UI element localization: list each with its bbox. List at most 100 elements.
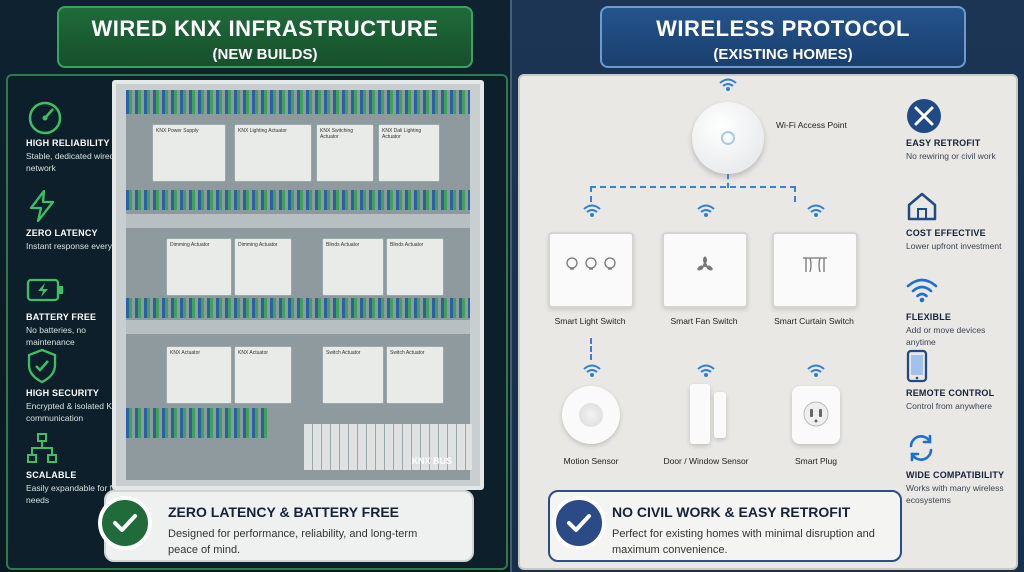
din-module: Blinds Actuator <box>322 238 384 296</box>
module-label: Blinds Actuator <box>390 242 424 248</box>
wired-knx-section: WIRED KNX INFRASTRUCTURE (NEW BUILDS) HI… <box>0 0 512 572</box>
terminal-block <box>304 424 472 470</box>
wireless-banner: WIRELESS PROTOCOL (EXISTING HOMES) <box>600 6 966 68</box>
feature-desc: Encrypted & isolated KNX communication <box>26 401 124 423</box>
module-label: Dimming Actuator <box>238 242 278 248</box>
wifi-signal-icon <box>806 204 826 221</box>
wire-bundle <box>126 298 470 318</box>
module-label: Switch Actuator <box>326 350 361 356</box>
feature-desc: Instant response every time <box>26 241 131 251</box>
fan-icon <box>664 256 746 279</box>
wifi-signal-icon <box>696 204 716 221</box>
wired-banner-subtitle: (NEW BUILDS) <box>212 46 318 63</box>
din-module: Switch Actuator <box>322 346 384 404</box>
lightning-icon <box>26 186 66 226</box>
smart-light-switch-label: Smart Light Switch <box>554 316 626 326</box>
wireless-summary-title: NO CIVIL WORK & EASY RETROFIT <box>612 504 851 520</box>
smart-plug-label: Smart Plug <box>794 456 838 466</box>
access-point-led <box>721 131 735 145</box>
wire-bundle <box>126 90 470 114</box>
feature-high-security: HIGH SECURITY Encrypted & isolated KNX c… <box>26 346 136 424</box>
network-icon <box>26 428 66 468</box>
din-module: KNX Actuator <box>166 346 232 404</box>
wifi-signal-icon <box>806 364 826 381</box>
door-sensor-body <box>690 384 710 444</box>
feature-battery-free: BATTERY FREE No batteries, no maintenanc… <box>26 270 136 348</box>
feature-desc: Control from anywhere <box>906 401 992 411</box>
motion-sensor-label: Motion Sensor <box>563 456 619 466</box>
smart-plug <box>792 386 840 444</box>
motion-sensor-lens <box>579 403 603 427</box>
wired-summary-card: ZERO LATENCY & BATTERY FREE Designed for… <box>98 490 474 562</box>
feature-title: HIGH SECURITY <box>26 388 100 398</box>
din-module: KNX Lighting Actuator <box>234 124 312 182</box>
feature-desc: No rewiring or civil work <box>906 151 996 161</box>
motion-sensor <box>562 386 620 444</box>
feature-desc: Easily expandable for future needs <box>26 483 132 505</box>
feature-wide-compatibility: WIDE COMPATIBILITY Works with many wirel… <box>906 428 1016 506</box>
gauge-icon <box>26 96 66 136</box>
smart-fan-switch-label: Smart Fan Switch <box>670 316 738 326</box>
module-label: Switch Actuator <box>390 350 425 356</box>
feature-title: SCALABLE <box>26 470 77 480</box>
wireless-summary-desc: Perfect for existing homes with minimal … <box>612 528 875 556</box>
wireless-summary-card: NO CIVIL WORK & EASY RETROFIT Perfect fo… <box>548 490 902 562</box>
feature-title: REMOTE CONTROL <box>906 388 995 398</box>
wireless-banner-title: WIRELESS PROTOCOL <box>656 16 910 41</box>
feature-title: WIDE COMPATIBILITY <box>906 470 1005 480</box>
din-module: KNX Power Supply <box>152 124 226 182</box>
tools-icon <box>906 96 946 136</box>
feature-easy-retrofit: EASY RETROFIT No rewiring or civil work <box>906 96 1016 162</box>
wired-summary-desc: Designed for performance, reliability, a… <box>168 528 418 556</box>
feature-title: FLEXIBLE <box>906 312 952 322</box>
wired-summary-title: ZERO LATENCY & BATTERY FREE <box>168 504 400 520</box>
wire-bundle <box>126 408 270 438</box>
din-rail <box>126 320 470 334</box>
feature-desc: No batteries, no maintenance <box>26 325 87 347</box>
module-label: KNX Lighting Actuator <box>238 128 287 134</box>
phone-icon <box>906 346 946 386</box>
module-label: Blinds Actuator <box>326 242 360 248</box>
feature-desc: Lower upfront investment <box>906 241 1002 251</box>
din-module: KNX Switching Actuator <box>316 124 374 182</box>
check-badge-icon <box>98 496 152 550</box>
door-window-sensor-label: Door / Window Sensor <box>663 456 749 466</box>
module-label: KNX Switching Actuator <box>320 128 354 140</box>
wireless-panel: Wi-Fi Access Point Smart Light Switch Sm… <box>518 74 1018 570</box>
socket-icon <box>802 400 830 433</box>
module-label: KNX Power Supply <box>156 128 199 134</box>
cabinet-interior: KNX Power Supply KNX Lighting Actuator K… <box>126 90 472 480</box>
knx-cabinet: KNX Power Supply KNX Lighting Actuator K… <box>112 80 484 490</box>
curtain-icon <box>774 256 856 279</box>
feature-desc: Works with many wireless ecosystems <box>906 483 1004 505</box>
wifi-signal-icon <box>718 78 738 95</box>
module-label: KNX Actuator <box>170 350 201 356</box>
bulb-icon <box>550 256 632 279</box>
feature-flexible: FLEXIBLE Add or move devices anytime <box>906 270 1016 348</box>
access-point-label: Wi-Fi Access Point <box>776 120 847 130</box>
smart-light-switch <box>548 232 634 308</box>
door-sensor-magnet <box>714 392 726 438</box>
feature-cost-effective: COST EFFECTIVE Lower upfront investment <box>906 186 1016 252</box>
wireless-connection <box>590 338 592 360</box>
wireless-banner-subtitle: (EXISTING HOMES) <box>713 46 853 63</box>
din-module: Dimming Actuator <box>234 238 292 296</box>
feature-remote-control: REMOTE CONTROL Control from anywhere <box>906 346 1016 412</box>
feature-high-reliability: HIGH RELIABILITY Stable, dedicated wired… <box>26 96 136 174</box>
house-icon <box>906 186 946 226</box>
feature-desc: Add or move devices anytime <box>906 325 986 347</box>
module-label: KNX Dali Lighting Actuator <box>382 128 422 140</box>
feature-zero-latency: ZERO LATENCY Instant response every time <box>26 186 136 252</box>
smart-fan-switch <box>662 232 748 308</box>
feature-title: EASY RETROFIT <box>906 138 981 148</box>
module-label: Dimming Actuator <box>170 242 210 248</box>
feature-title: COST EFFECTIVE <box>906 228 986 238</box>
wireless-connection <box>727 174 729 188</box>
wired-banner-title: WIRED KNX INFRASTRUCTURE <box>91 16 439 41</box>
sync-icon <box>906 428 946 468</box>
wifi-signal-icon <box>696 364 716 381</box>
section-divider <box>510 0 513 572</box>
din-module: Switch Actuator <box>386 346 444 404</box>
smart-curtain-switch <box>772 232 858 308</box>
wireless-connection <box>590 186 796 202</box>
